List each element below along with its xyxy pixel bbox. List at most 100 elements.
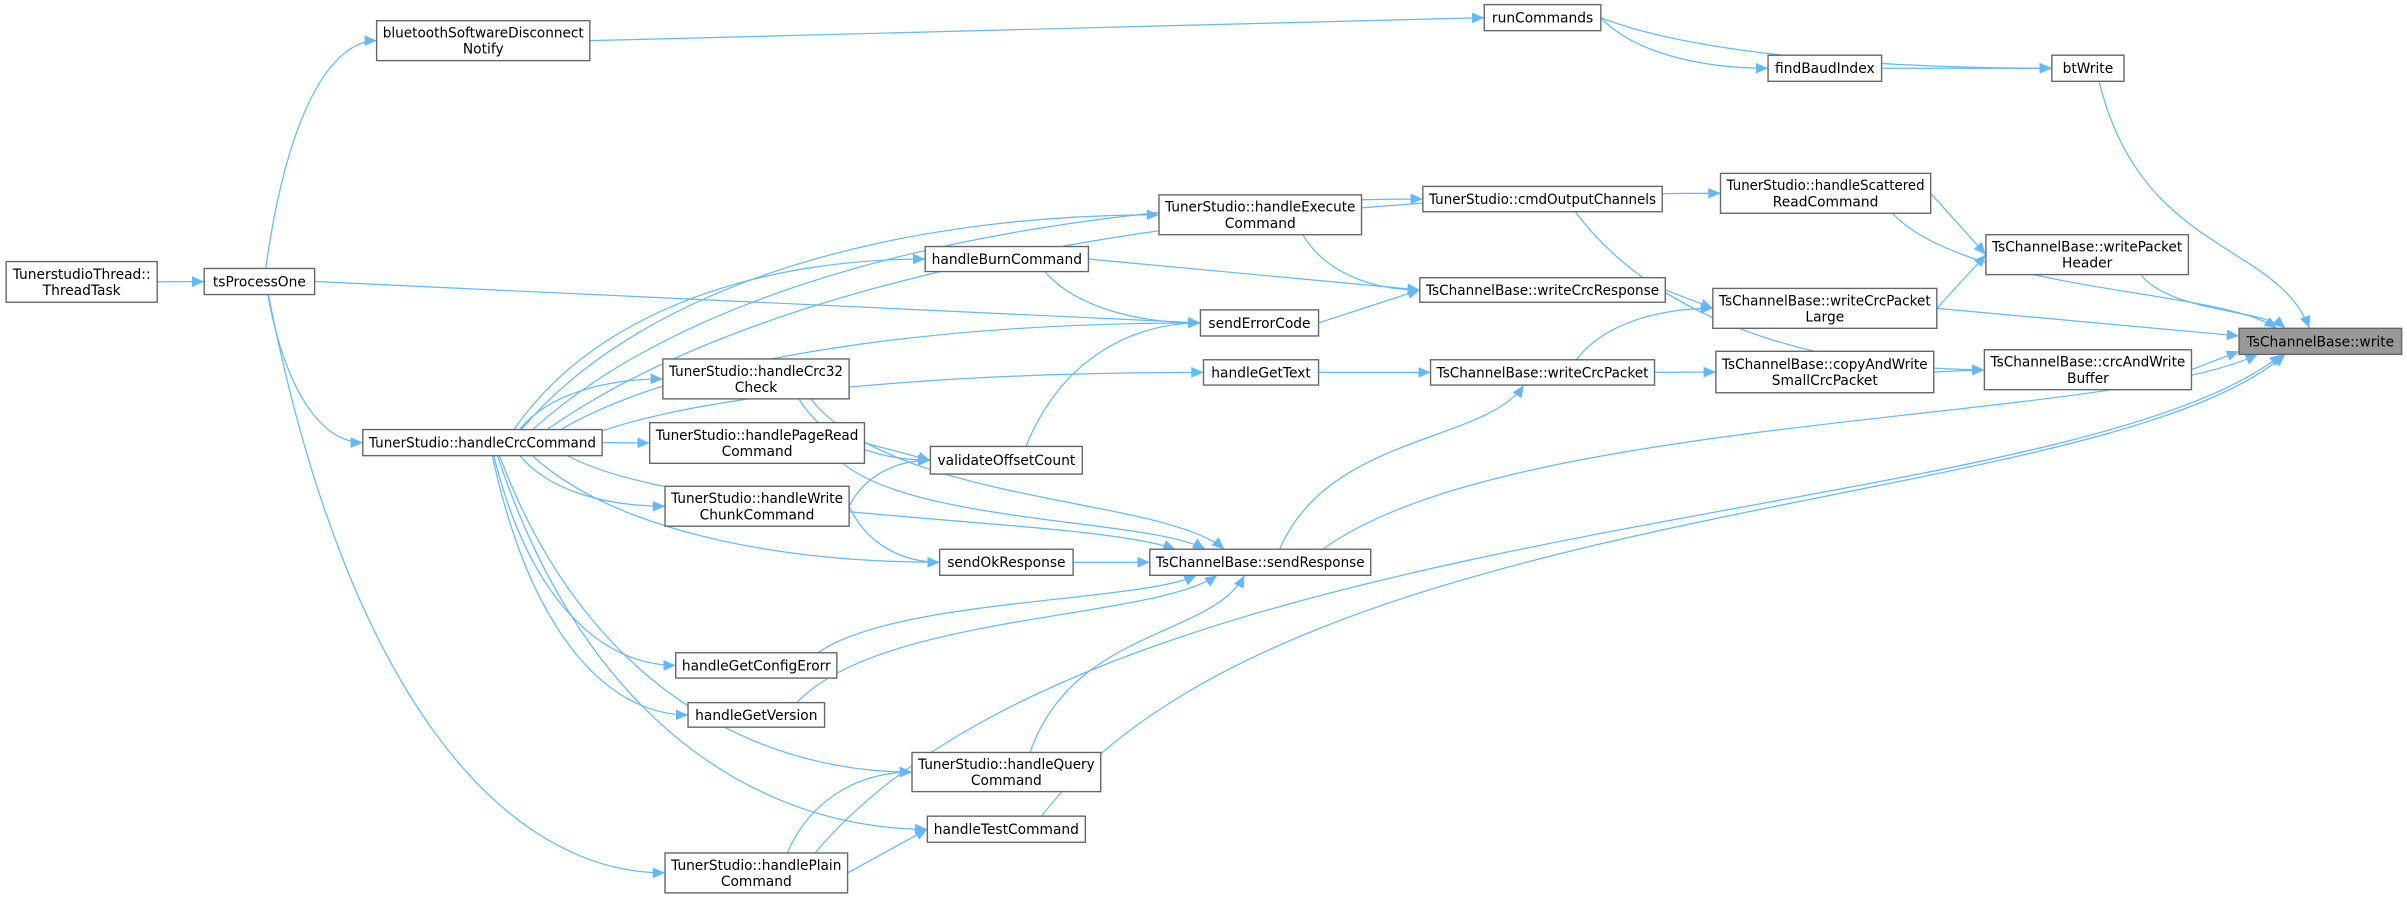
node-copy-and-write[interactable]: TsChannelBase::copyAndWriteSmallCrcPacke… xyxy=(1715,350,1935,394)
node-box xyxy=(1719,172,1932,214)
node-box xyxy=(1422,185,1663,213)
node-box xyxy=(938,548,1074,576)
edge-crc-command-to-test xyxy=(496,455,928,835)
node-label: Large xyxy=(1805,309,1844,325)
node-label: handleGetText xyxy=(1211,365,1311,381)
node-label: TsChannelBase::sendResponse xyxy=(1155,555,1365,571)
edge-plain-to-query xyxy=(786,766,913,854)
node-box xyxy=(929,445,1083,475)
edge-crc-packet-large-to-write xyxy=(1936,307,2240,341)
node-find-baud-index[interactable]: findBaudIndex xyxy=(1767,54,1883,82)
node-box xyxy=(1715,350,1935,394)
node-write-crc-packet[interactable]: TsChannelBase::writeCrcPacket xyxy=(1429,359,1656,386)
node-label: TunerStudio::handlePlain xyxy=(670,858,841,874)
node-validate[interactable]: validateOffsetCount xyxy=(929,445,1083,475)
node-box xyxy=(362,428,603,457)
node-version[interactable]: handleGetVersion xyxy=(687,701,826,728)
node-box xyxy=(1767,54,1883,82)
node-config-err[interactable]: handleGetConfigErorr xyxy=(675,652,838,679)
edge-burn-to-crc-response xyxy=(1088,258,1420,295)
node-box xyxy=(664,852,849,894)
edge-bt-write-to-write xyxy=(2098,81,2311,329)
node-label: SmallCrcPacket xyxy=(1772,373,1879,389)
edge-send-response-to-write-crc-packet xyxy=(1279,384,1525,550)
edge-burn-to-send-error-code xyxy=(1044,271,1201,329)
node-get-text[interactable]: handleGetText xyxy=(1202,359,1320,386)
node-crc-command[interactable]: TunerStudio::handleCrcCommand xyxy=(362,428,603,457)
node-label: ReadCommand xyxy=(1773,194,1879,210)
edge-execute-to-crc-response xyxy=(1302,234,1420,296)
node-run-commands[interactable]: runCommands xyxy=(1483,3,1602,32)
node-label: ThreadTask xyxy=(42,283,121,299)
node-label: TunerStudio::handleCrcCommand xyxy=(368,436,596,452)
node-label: validateOffsetCount xyxy=(937,453,1075,469)
edge-write-chunk-to-send-ok xyxy=(848,506,940,568)
node-label: Command xyxy=(722,444,793,460)
node-label: TunerStudio::handleQuery xyxy=(917,757,1094,773)
node-box xyxy=(911,751,1102,793)
node-label: Command xyxy=(1225,216,1296,232)
node-cmd-output[interactable]: TunerStudio::cmdOutputChannels xyxy=(1422,185,1663,213)
edge-crc-command-to-get-text xyxy=(601,367,1204,432)
node-box xyxy=(2238,327,2403,356)
node-test[interactable]: handleTestCommand xyxy=(926,815,1087,843)
node-label: Command xyxy=(971,773,1042,789)
node-label: btWrite xyxy=(2063,61,2114,77)
node-label: Header xyxy=(2062,256,2113,272)
node-ts-process-one[interactable]: tsProcessOne xyxy=(203,267,316,296)
edge-crc-command-to-version xyxy=(491,455,689,721)
node-write[interactable]: TsChannelBase::write xyxy=(2238,327,2403,356)
node-box xyxy=(1985,234,2190,276)
edge-crc-command-to-query xyxy=(498,455,913,778)
edge-write-crc-packet-to-crc-packet-large xyxy=(1575,302,1713,361)
edge-config-err-to-send-response xyxy=(817,574,1197,654)
node-label: TsChannelBase::writeCrcResponse xyxy=(1425,283,1659,299)
node-box xyxy=(1149,548,1372,576)
node-label: runCommands xyxy=(1492,11,1593,27)
node-label: Command xyxy=(721,874,792,890)
node-box xyxy=(662,358,850,400)
node-box xyxy=(1983,349,2193,391)
node-label: Buffer xyxy=(2067,371,2109,387)
node-send-ok[interactable]: sendOkResponse xyxy=(938,548,1074,576)
node-burn[interactable]: handleBurnCommand xyxy=(924,245,1090,273)
node-box xyxy=(1158,194,1363,236)
edge-crc-command-to-crc32 xyxy=(518,373,663,430)
node-box xyxy=(687,701,826,728)
node-label: TsChannelBase::writeCrcPacket xyxy=(1436,365,1649,381)
node-box xyxy=(2051,54,2125,82)
node-label: TunerstudioThread:: xyxy=(12,267,151,283)
node-label: Notify xyxy=(463,42,504,58)
node-bt-write[interactable]: btWrite xyxy=(2051,54,2125,82)
node-crc-response[interactable]: TsChannelBase::writeCrcResponse xyxy=(1419,276,1666,303)
edge-send-error-code-to-crc-response xyxy=(1318,288,1421,324)
node-label: sendOkResponse xyxy=(947,555,1065,571)
edge-crc-packet-large-to-packet-header xyxy=(1936,254,1987,309)
edge-scattered-to-packet-header xyxy=(1930,192,1987,256)
edge-copy-and-write-to-crc-and-write xyxy=(1933,364,1985,376)
node-box xyxy=(1202,359,1320,386)
node-label: handleTestCommand xyxy=(934,822,1079,838)
node-send-error-code[interactable]: sendErrorCode xyxy=(1199,309,1320,337)
node-box xyxy=(648,421,866,464)
node-send-response[interactable]: TsChannelBase::sendResponse xyxy=(1149,548,1372,576)
edge-crc-command-to-config-err xyxy=(493,455,676,671)
node-box xyxy=(926,815,1087,843)
node-label: handleBurnCommand xyxy=(932,252,1082,268)
edge-write-chunk-to-validate xyxy=(848,454,931,507)
node-label: Check xyxy=(735,380,777,396)
edge-crc-command-to-send-ok xyxy=(531,455,940,568)
node-thread-task[interactable]: TunerstudioThread::ThreadTask xyxy=(5,260,158,303)
